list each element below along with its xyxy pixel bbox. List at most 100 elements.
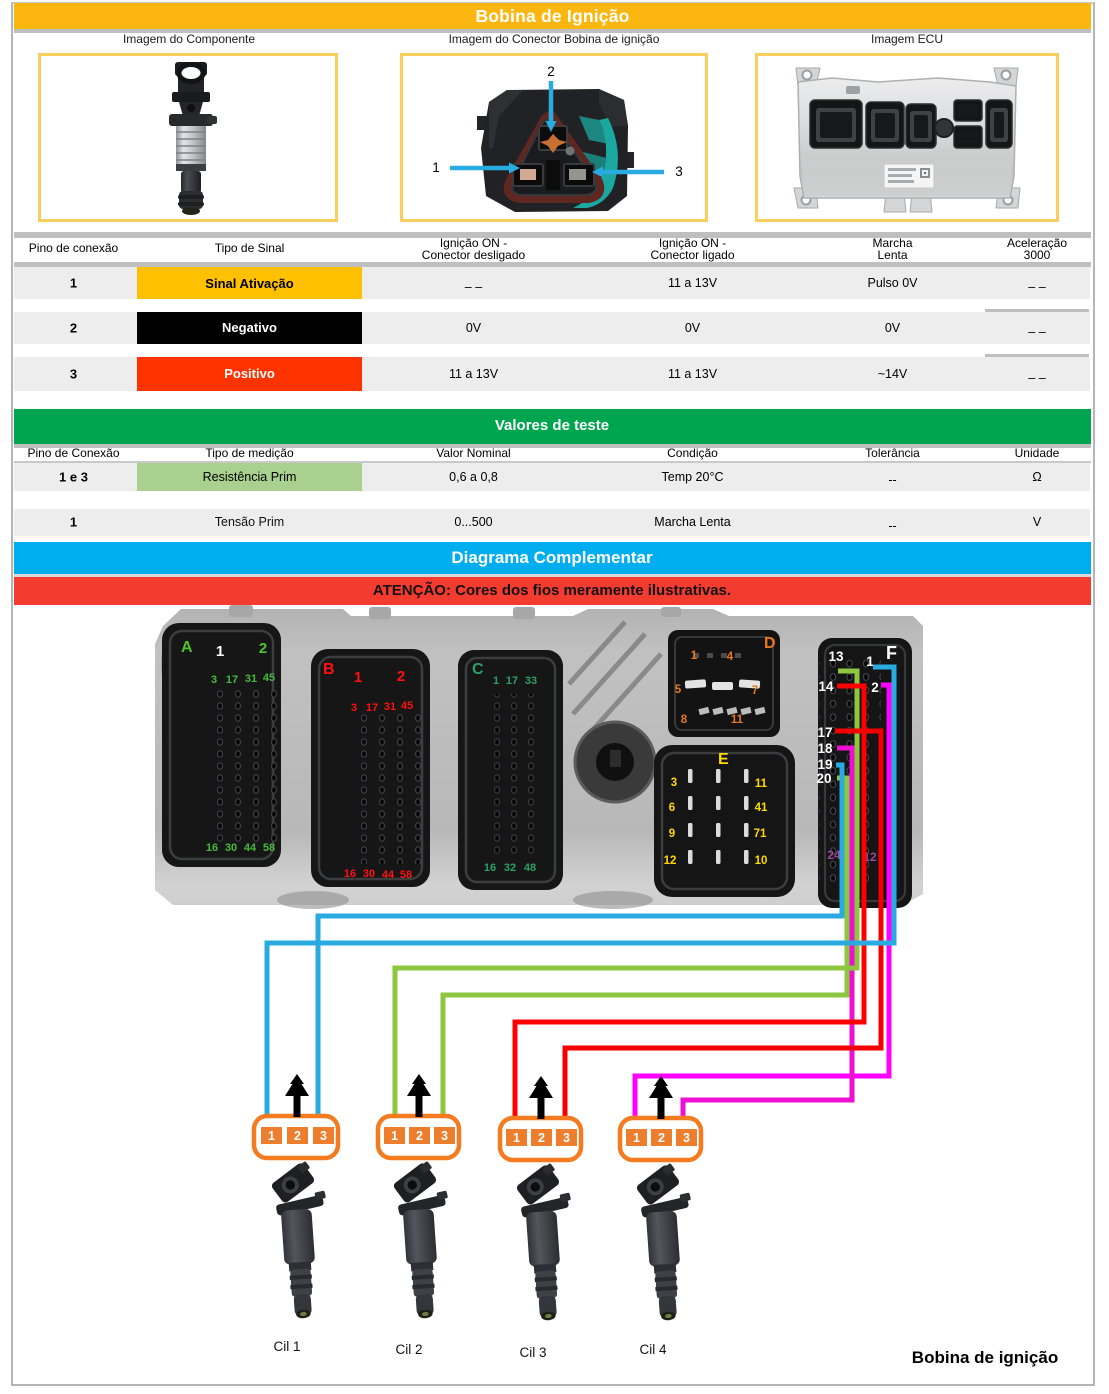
ecu-D-pin: 7 [752, 685, 758, 697]
ecu-B-pin: 45 [401, 700, 413, 712]
ecu-image-box [755, 53, 1059, 222]
test-section-title-bar: Valores de teste [13, 409, 1091, 444]
test-row-1: 1 e 3 Resistência Prim 0,6 a 0,8 Temp 20… [13, 463, 1090, 491]
wires [264, 664, 897, 1120]
ecu-E-pin: 6 [669, 802, 675, 814]
ecu-A-pin: 2 [259, 640, 267, 657]
warning-text: ATENÇÃO: Cores dos fios meramente ilustr… [372, 582, 732, 599]
signal-header-idle: Marcha Lenta [800, 237, 985, 262]
ecu-connector-E: E 3 6 9 12 11 41 71 10 [654, 745, 795, 897]
signal-row3-ign-on: 11 a 13V [667, 366, 718, 381]
ecu-B-pin: 44 [382, 869, 395, 881]
test-header-unit: Unidade [1014, 446, 1060, 460]
test-row1-measure-cell: Resistência Prim [137, 463, 362, 491]
coil4-pin1: 1 [633, 1131, 640, 1145]
ecu-A-pin: 44 [244, 842, 257, 854]
connector-annotations: 2 1 3 [432, 64, 683, 179]
test-section-title: Valores de teste [494, 417, 610, 434]
ecu-B-pin: 3 [351, 702, 357, 714]
signal-row3-idle: ~14V [877, 366, 908, 381]
wire-F13-cil2-pin1 [392, 668, 860, 1120]
signal-row1-ign-off: – – [464, 279, 483, 294]
signal-row1-ign-on: 11 a 13V [667, 276, 718, 290]
test-row1-tolerance: -- [888, 473, 897, 488]
ecu-F-pin: 18 [817, 741, 833, 756]
ecu-C-pin: 17 [506, 675, 518, 687]
ecu-F-pin: 1 [866, 654, 874, 669]
signal-row-1: 1 Sinal Ativação – – 11 a 13V Pulso 0V –… [13, 267, 1090, 299]
ecu-connector-B: B 1 2 3 17 31 45 16 30 44 58 [311, 649, 430, 887]
component-image-box [38, 53, 338, 222]
diagram-title-bar: Diagrama Complementar [13, 542, 1091, 574]
coil4-connector: 1 2 3 [617, 1076, 704, 1163]
coil-photo-boot [178, 171, 204, 215]
ecu-C-pin: 48 [524, 862, 536, 874]
ecu-C-label: C [472, 661, 484, 678]
signal-row3-pin: 3 [69, 366, 78, 382]
component-photo [169, 62, 217, 215]
caption-component: Imagem do Componente [122, 32, 256, 46]
coil2-pin2: 2 [416, 1129, 423, 1143]
coil1-pin2: 2 [294, 1129, 301, 1143]
test-row-2: 1 Tensão Prim 0...500 Marcha Lenta -- V [13, 508, 1090, 536]
ecu-B-pin: 16 [344, 868, 356, 880]
test-header-line [13, 461, 1091, 463]
coil-connectors: 1 2 3 1 2 3 1 2 3 [251, 1074, 704, 1163]
signal-row3-type-cell: Positivo [137, 357, 362, 391]
ecu-E-pin: 41 [755, 802, 768, 814]
test-header-condition: Condição [667, 446, 718, 460]
test-row1-pin: 1 e 3 [59, 469, 88, 485]
ecu-B-label: B [323, 661, 335, 678]
header-separator-line [13, 262, 1091, 267]
ecu-E-pin: 9 [669, 828, 675, 840]
coil2-pin3: 3 [441, 1129, 448, 1143]
separator-blue-red [13, 573, 1091, 577]
ecu-D-pin: 5 [675, 684, 682, 696]
page-title-bar: Bobina de Ignição [14, 3, 1091, 29]
ecu-photo [793, 67, 1021, 213]
coil1-label: Cil 1 [273, 1339, 300, 1354]
ecu-B-pin: 1 [354, 669, 362, 686]
connector-housing [477, 89, 634, 212]
coil-photo-body [176, 126, 206, 171]
coil1-pin3: 3 [320, 1129, 327, 1143]
ecu-D-pin: 11 [731, 714, 744, 726]
coil2-pin1: 1 [391, 1129, 398, 1143]
ecu-C-pin: 1 [493, 675, 499, 687]
ecu-B-pin: 31 [384, 701, 396, 713]
ecu-A-pin: 17 [226, 674, 238, 686]
wire-F14-cil3-pin1 [512, 683, 867, 1120]
wire-F1-cil1-pin1 [264, 664, 897, 1120]
coil3-ground-arrow [529, 1076, 553, 1119]
connector-pin1-label: 1 [432, 160, 440, 175]
signal-row2-pin: 2 [69, 320, 78, 336]
signal-header-accel-line1: Aceleração [1006, 236, 1068, 250]
test-row1-condition: Temp 20°C [661, 470, 724, 484]
caption-ecu: Imagem ECU [870, 32, 944, 46]
test-header-nominal: Valor Nominal [436, 446, 511, 460]
ecu-D-pin: 1 [691, 650, 698, 662]
coil2-photo [390, 1158, 458, 1320]
pin1-arrow-head [509, 162, 520, 174]
separator-above-table [13, 231, 1091, 238]
signal-header-ign-off-line2: Conector desligado [421, 247, 526, 262]
signal-row-2: 2 Negativo 0V 0V 0V – – [13, 311, 1090, 344]
connector-pin2-label: 2 [547, 64, 555, 79]
ecu-B-pin: 17 [366, 702, 378, 714]
test-row1-nominal: 0,6 a 0,8 [449, 470, 498, 484]
coil3-photo [513, 1160, 581, 1322]
coil4-label: Cil 4 [639, 1342, 666, 1357]
signal-header-accel: Aceleração 3000 [985, 236, 1089, 262]
diagram-title: Diagrama Complementar [451, 548, 653, 567]
coil4-pin3: 3 [683, 1131, 690, 1145]
test-header-tolerance: Tolerância [865, 446, 920, 460]
ecu-F-pin: 13 [828, 649, 844, 664]
warning-bar: ATENÇÃO: Cores dos fios meramente ilustr… [13, 577, 1091, 605]
ecu-photo-body [793, 67, 1021, 213]
separator-under-green [13, 443, 1091, 448]
ecu-connector-D: D 1 4 5 7 8 11 [668, 630, 780, 737]
connector-photo: 2 1 3 [432, 64, 683, 212]
connector-pin3-label: 3 [675, 164, 683, 179]
ecu-A-pin: 30 [225, 842, 237, 854]
signal-row-3: 3 Positivo 11 a 13V 11 a 13V ~14V – – [13, 357, 1090, 391]
